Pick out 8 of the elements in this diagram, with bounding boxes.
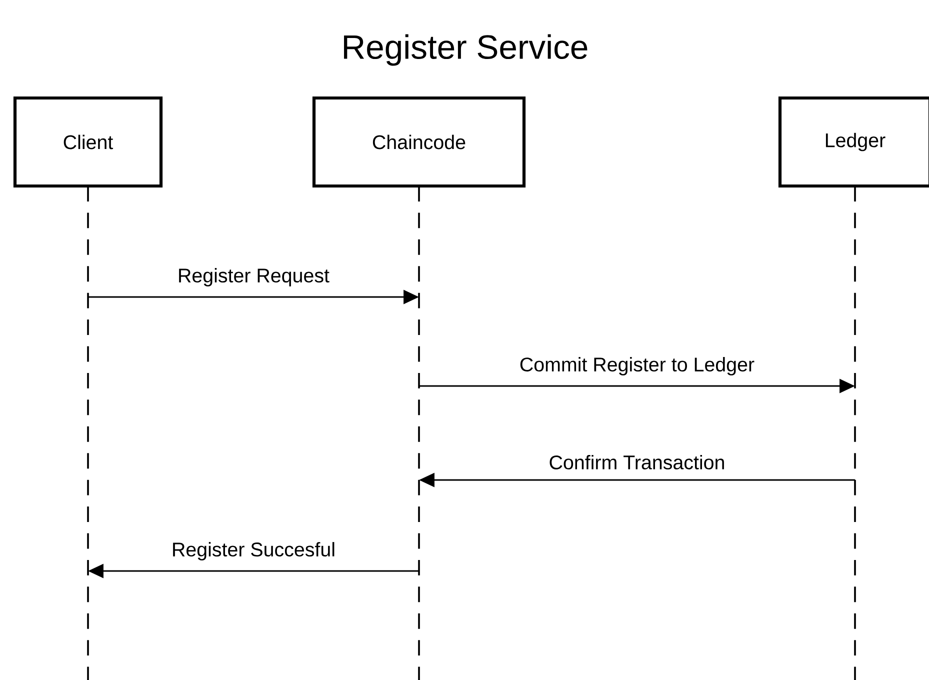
participant-box: Client (13, 96, 163, 188)
title: Register Service (344, 34, 588, 66)
message-label: Confirm Transaction (550, 454, 724, 470)
message-label: Commit Register to Ledger (520, 357, 754, 376)
message-label: Register Succesful (173, 542, 334, 560)
participant-box: Ledger (778, 96, 929, 188)
participant-box: Chaincode (312, 96, 526, 188)
message-label: Register Request (179, 268, 330, 286)
